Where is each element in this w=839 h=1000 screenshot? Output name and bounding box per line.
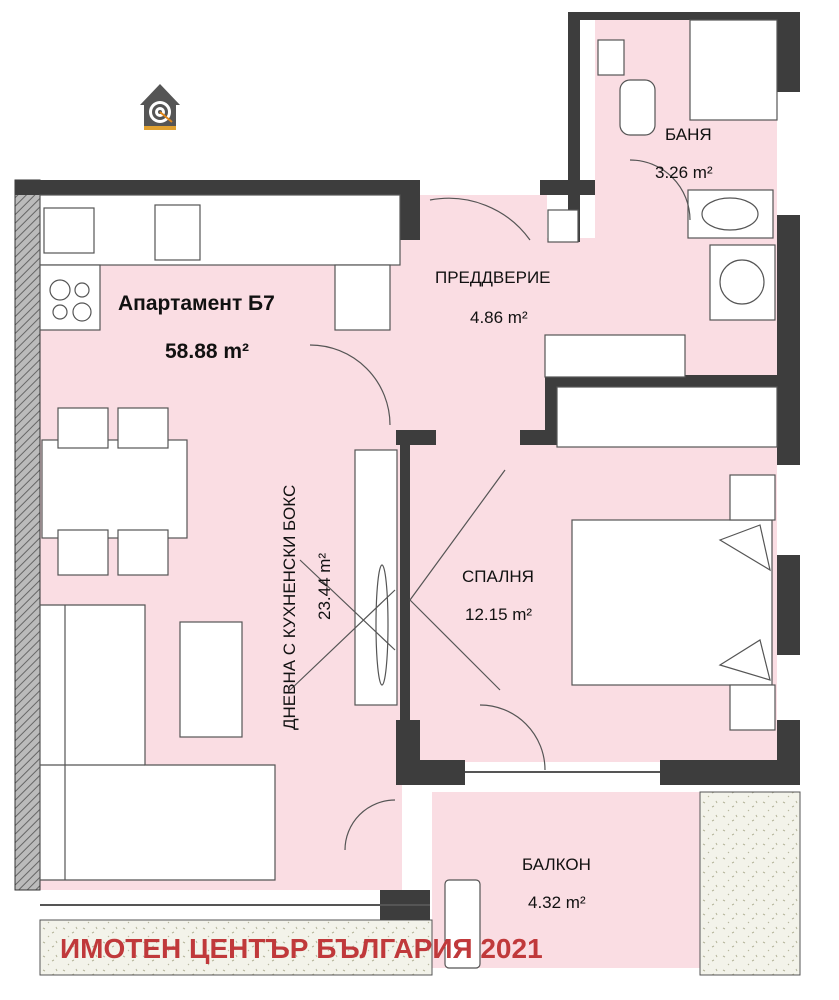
- tv: [375, 564, 389, 686]
- bathroom-fixtures: [547, 19, 778, 321]
- doors: [289, 159, 691, 851]
- bedroom-wardrobe: [556, 386, 778, 448]
- living-room-name: ДНЕВНА С КУХНЕНСКИ БОКС: [280, 485, 299, 730]
- living-room-area-label: 23.44 m²: [315, 553, 334, 620]
- bedroom-name: СПАЛНЯ: [462, 567, 534, 586]
- apartment-area: 58.88 m²: [165, 340, 249, 363]
- house-target-logo: [140, 84, 180, 130]
- sofa: [39, 604, 276, 881]
- tv-unit: [354, 449, 398, 706]
- apartment-title: Апартамент Б7: [118, 292, 275, 315]
- bedroom-area-label: 12.15 m²: [465, 605, 532, 624]
- terrace-strip: [39, 919, 433, 976]
- dining-table: [41, 407, 188, 576]
- walls: [14, 12, 800, 920]
- watermark: ИМОТЕН ЦЕНТЪР БЪЛГАРИЯ 2021: [60, 933, 543, 964]
- balcony-right-strip: [699, 791, 801, 976]
- hallway-area-label: 4.86 m²: [470, 308, 528, 327]
- kitchen-counter: [39, 194, 401, 331]
- hall-wardrobe: [544, 334, 686, 378]
- balcony-name: БАЛКОН: [522, 855, 591, 874]
- hallway-name: ПРЕДДВЕРИЕ: [435, 268, 551, 287]
- balcony-area-label: 4.32 m²: [528, 893, 586, 912]
- bathroom-name: БАНЯ: [665, 125, 712, 144]
- bed: [571, 474, 776, 731]
- bathroom-area-label: 3.26 m²: [655, 163, 713, 182]
- balcony-radiator: [444, 879, 481, 969]
